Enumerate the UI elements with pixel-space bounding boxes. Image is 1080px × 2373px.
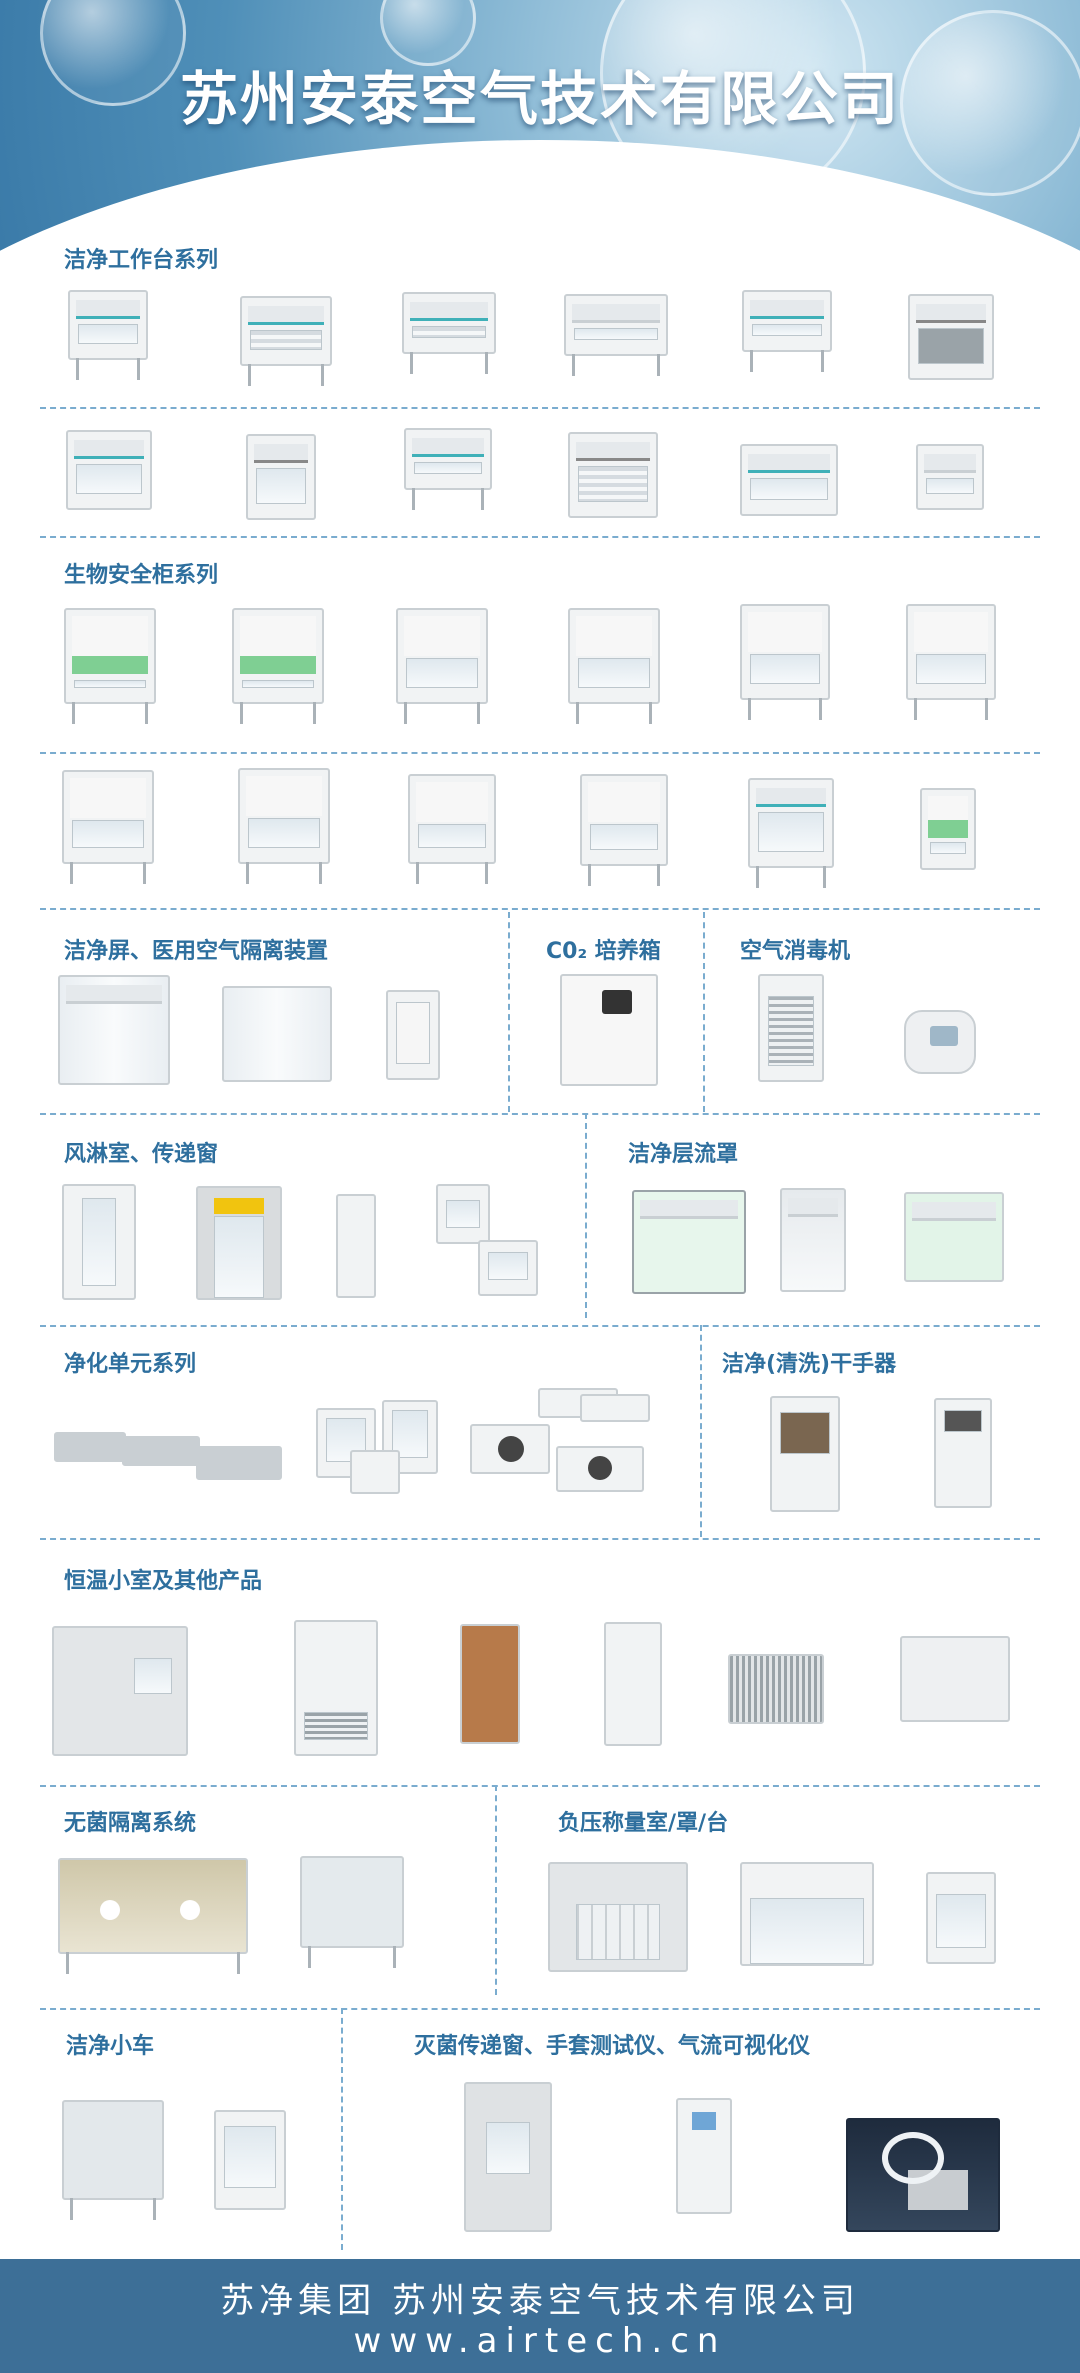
biosafety-cabinet-product xyxy=(238,768,330,884)
section-title-hand-dryer: 洁净(清洗)干手器 xyxy=(722,1352,897,1377)
hand-dryer-product xyxy=(770,1396,840,1512)
biosafety-cabinet-product xyxy=(64,608,156,724)
column-divider xyxy=(341,2008,343,2250)
footer-website: www.airtech.cn xyxy=(353,2321,727,2361)
weighing-hood-product xyxy=(740,1862,874,1966)
ffu-product xyxy=(196,1446,282,1480)
airflow-visualizer-product xyxy=(846,2118,1000,2232)
purification-unit-product xyxy=(470,1424,550,1474)
clean-cart-product xyxy=(62,2100,164,2220)
clean-bench-product xyxy=(246,434,316,520)
clean-bench-product xyxy=(908,294,994,380)
section-title-clean-cart: 洁净小车 xyxy=(66,2034,155,2059)
section-title-air-shower: 风淋室、传递窗 xyxy=(64,1142,219,1167)
section-title-negative-pressure: 负压称量室/罩/台 xyxy=(558,1811,729,1836)
clean-bench-product xyxy=(740,444,838,516)
clean-bench-product xyxy=(240,296,332,386)
clean-bench-product xyxy=(742,290,832,372)
section-title-laminar-hood: 洁净层流罩 xyxy=(628,1142,739,1167)
section-divider xyxy=(40,1113,1040,1115)
weighing-room-product xyxy=(548,1862,688,1972)
air-shower-product xyxy=(62,1184,136,1300)
isolation-device-product xyxy=(222,986,332,1082)
clean-cart-product xyxy=(214,2110,286,2210)
biosafety-cabinet-product xyxy=(408,774,496,884)
biosafety-cabinet-product xyxy=(906,604,996,720)
column-divider xyxy=(700,1325,702,1537)
pass-box-product xyxy=(436,1184,490,1244)
purification-unit-product xyxy=(580,1394,650,1422)
hand-dryer-product xyxy=(934,1398,992,1508)
section-divider xyxy=(40,536,1040,538)
section-divider xyxy=(40,1325,1040,1327)
isolator-product xyxy=(58,1858,248,1974)
column-divider xyxy=(508,912,510,1112)
co2-incubator-product xyxy=(560,974,658,1086)
section-divider xyxy=(40,407,1040,409)
section-divider xyxy=(40,1785,1040,1787)
footer-banner: 苏净集团 苏州安泰空气技术有限公司 www.airtech.cn xyxy=(0,2259,1080,2373)
biosafety-cabinet-product xyxy=(920,788,976,870)
biosafety-cabinet-product xyxy=(580,774,668,886)
hepa-box-product xyxy=(316,1408,376,1478)
section-title-air-disinfector: 空气消毒机 xyxy=(740,939,851,964)
isolator-product xyxy=(300,1856,404,1968)
air-shower-product xyxy=(196,1186,282,1300)
laminar-hood-product xyxy=(904,1192,1004,1282)
clean-bench-product xyxy=(916,444,984,510)
ffu-product xyxy=(122,1436,200,1466)
section-divider xyxy=(40,2008,1040,2010)
clean-screen-product xyxy=(58,975,170,1085)
constant-temp-room-product xyxy=(52,1626,188,1756)
storage-cabinet-product xyxy=(604,1622,662,1746)
section-title-screen-isolation: 洁净屏、医用空气隔离装置 xyxy=(64,939,329,964)
air-disinfector-product xyxy=(904,1010,976,1074)
section-title-biosafety: 生物安全柜系列 xyxy=(64,563,219,588)
air-isolation-product xyxy=(386,990,440,1080)
clean-bench-product xyxy=(66,430,152,510)
column-divider xyxy=(495,1785,497,1995)
biosafety-cabinet-product xyxy=(396,608,488,724)
column-divider xyxy=(703,912,705,1112)
air-disinfector-product xyxy=(758,974,824,1082)
section-title-co2-incubator: C0₂ 培养箱 xyxy=(546,939,661,964)
pass-box-product xyxy=(478,1240,538,1296)
radiator-product xyxy=(728,1654,824,1724)
clean-bench-product xyxy=(402,292,496,374)
header-banner: 苏州安泰空气技术有限公司 xyxy=(0,0,1080,290)
section-title-purification-unit: 净化单元系列 xyxy=(64,1352,197,1377)
glove-tester-product xyxy=(676,2098,732,2214)
section-divider xyxy=(40,1538,1040,1540)
laminar-hood-product xyxy=(780,1188,846,1292)
section-title-clean-bench: 洁净工作台系列 xyxy=(64,248,219,273)
column-divider xyxy=(585,1113,587,1318)
clean-bench-product xyxy=(568,432,658,518)
sterilization-pass-box-product xyxy=(464,2082,552,2232)
biosafety-cabinet-product xyxy=(232,608,324,724)
section-title-sterile-isolation: 无菌隔离系统 xyxy=(64,1811,197,1836)
footer-company: 苏净集团 苏州安泰空气技术有限公司 xyxy=(220,2281,860,2321)
hepa-box-product xyxy=(350,1450,400,1494)
section-divider xyxy=(40,908,1040,910)
biosafety-cabinet-product xyxy=(740,604,830,720)
section-title-constant-temp: 恒温小室及其他产品 xyxy=(64,1569,263,1594)
pass-box-product xyxy=(336,1194,376,1298)
laminar-hood-product xyxy=(632,1190,746,1294)
ffu-product xyxy=(54,1432,126,1462)
clean-bench-product xyxy=(404,428,492,510)
clean-bench-product xyxy=(564,294,668,376)
clean-bench-product xyxy=(68,290,148,380)
bubble-decoration xyxy=(900,10,1080,196)
biosafety-cabinet-product xyxy=(568,608,660,724)
biosafety-cabinet-product xyxy=(62,770,154,884)
section-divider xyxy=(40,752,1040,754)
purification-unit-product xyxy=(556,1446,644,1492)
weighing-bench-product xyxy=(926,1872,996,1964)
air-conditioner-product xyxy=(294,1620,378,1756)
company-title: 苏州安泰空气技术有限公司 xyxy=(179,65,900,133)
hood-product xyxy=(900,1636,1010,1722)
section-title-sterilization: 灭菌传递窗、手套测试仪、气流可视化仪 xyxy=(414,2034,811,2059)
biosafety-cabinet-product xyxy=(748,778,834,888)
cabinet-product xyxy=(460,1624,520,1744)
